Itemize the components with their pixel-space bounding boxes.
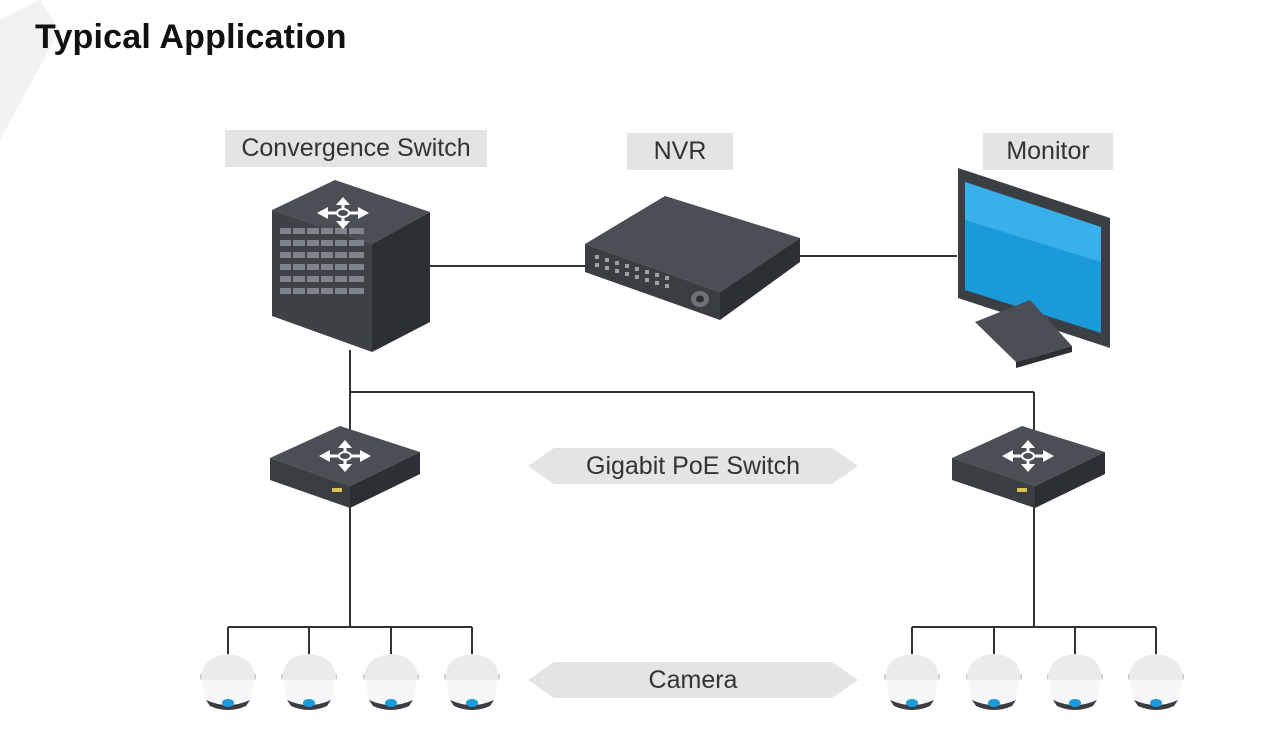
monitor-icon bbox=[958, 168, 1110, 368]
camera-icon bbox=[1128, 654, 1184, 710]
camera-icon bbox=[200, 654, 256, 710]
camera-label: Camera bbox=[528, 662, 858, 698]
poe-switch-label: Gigabit PoE Switch bbox=[528, 448, 858, 484]
nvr-icon bbox=[585, 196, 800, 320]
nvr-label: NVR bbox=[627, 133, 733, 170]
camera-icon bbox=[363, 654, 419, 710]
corner-decoration bbox=[0, 0, 60, 140]
page-title: Typical Application bbox=[35, 18, 347, 56]
camera-icon bbox=[966, 654, 1022, 710]
poe-switch-left-icon bbox=[270, 426, 420, 508]
monitor-label: Monitor bbox=[983, 133, 1113, 170]
camera-icon bbox=[281, 654, 337, 710]
camera-icon bbox=[444, 654, 500, 710]
convergence-switch-icon bbox=[272, 180, 430, 352]
camera-icon bbox=[884, 654, 940, 710]
convergence-switch-label: Convergence Switch bbox=[225, 130, 487, 167]
connection-lines bbox=[227, 255, 1157, 660]
poe-switch-right-icon bbox=[952, 426, 1105, 508]
camera-icon bbox=[1047, 654, 1103, 710]
